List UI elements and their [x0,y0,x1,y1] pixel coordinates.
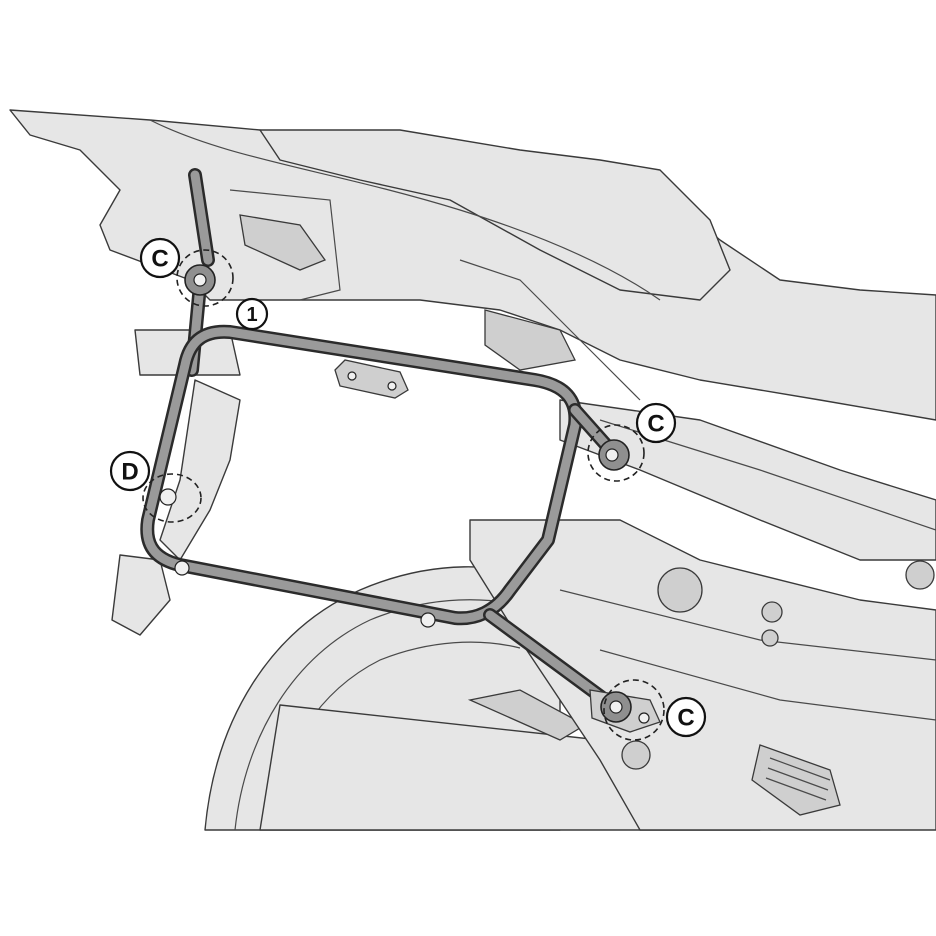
frame-bolt-5 [905,560,935,590]
tyre-tread [234,599,541,831]
callout-c-top-left-circle [139,237,181,279]
rack-rivet-bottom [420,612,436,628]
frame-bolt-1 [761,601,783,623]
callout-d-label: D [121,459,138,486]
callout-c-right-label: C [647,411,664,438]
rack-rivet-left [174,560,190,576]
bolt-bottom-small [638,712,650,724]
bolt-top-left-core [193,273,207,287]
mount-plate [334,359,409,399]
seat [259,129,731,301]
fixing-point-d [142,473,202,523]
fixing-point-top-left [176,249,234,307]
callout-c-bottom-label: C [677,705,694,732]
callout-c-top-left: C [139,237,181,279]
highlight-ring-top-left [176,249,234,307]
callout-c-top-left-label: C [151,246,168,273]
rack-strut-top-inner [190,170,213,265]
bolt-d [159,488,177,506]
callout-1-circle [235,297,269,331]
callout-d: D [109,450,151,492]
mount-plate-hole-2 [387,381,397,391]
side-vent-line [459,259,641,401]
frame-bolt-4 [621,740,651,770]
footpeg-grip [765,757,831,801]
highlight-ring-d [142,473,202,523]
frame-bolt-3 [657,567,703,613]
hugger [159,379,241,561]
highlight-ring-bottom [603,679,665,741]
side-vent [484,309,576,371]
frame-bolt-2 [761,629,779,647]
frame-tube-lower-2 [599,649,936,721]
bolt-bottom-core [609,700,623,714]
license-plate-bracket [111,554,171,636]
fixing-point-bottom [589,679,665,741]
mount-plate-hole-1 [347,371,357,381]
callout-1-label: 1 [246,304,257,326]
side-panel-recess [229,189,341,301]
frame-tube-lower [559,589,936,661]
seat-edge [149,119,661,301]
tail-light [239,214,327,271]
callout-c-right-circle [635,402,677,444]
fixing-point-right [587,424,645,482]
bolt-right-core [605,448,619,462]
callout-c-bottom-circle [665,696,707,738]
callout-1: 1 [235,297,269,331]
highlight-ring-right [587,424,645,482]
callout-c-bottom: C [665,696,707,738]
callout-d-circle [109,450,151,492]
callout-c-right: C [635,402,677,444]
